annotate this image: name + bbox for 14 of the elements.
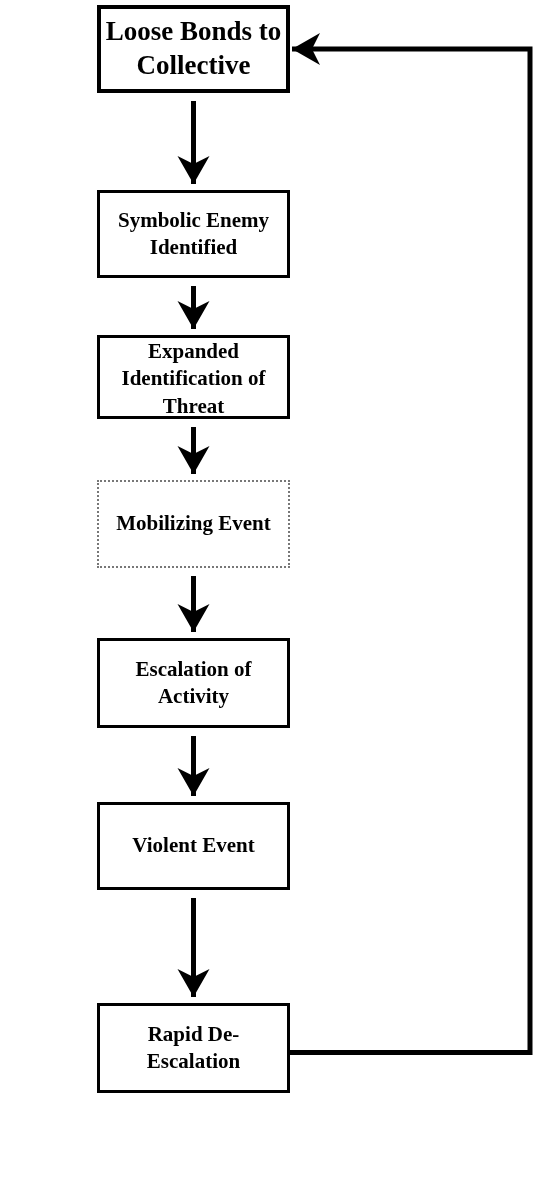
process-box: Violent Event	[97, 802, 290, 890]
process-box: Rapid De-Escalation	[97, 1003, 290, 1093]
arrow	[177, 427, 210, 474]
arrow	[177, 898, 210, 997]
process-box: Mobilizing Event	[97, 480, 290, 568]
process-box: Escalation of Activity	[97, 638, 290, 728]
process-box: Expanded Identification of Threat	[97, 335, 290, 419]
arrow	[177, 101, 210, 184]
process-box: Symbolic Enemy Identified	[97, 190, 290, 278]
arrow	[177, 736, 210, 796]
arrow	[177, 286, 210, 329]
arrow	[290, 33, 533, 1055]
process-box: Loose Bonds to Collective	[97, 5, 290, 93]
arrow	[177, 576, 210, 632]
